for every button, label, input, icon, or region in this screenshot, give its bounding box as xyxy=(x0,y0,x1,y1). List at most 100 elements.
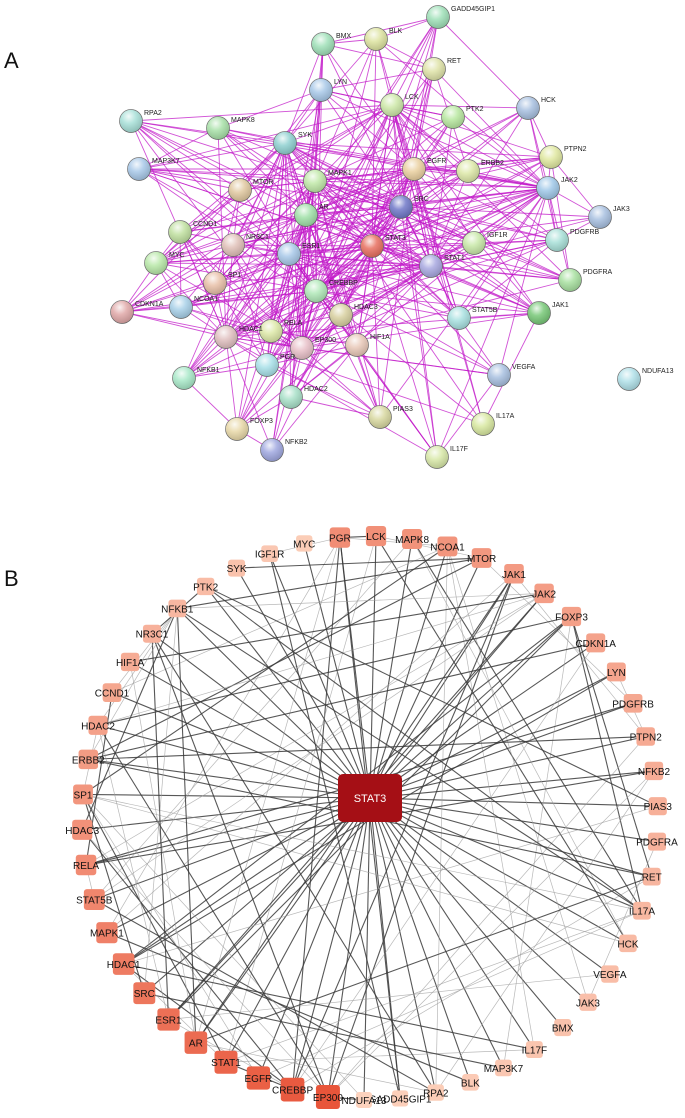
node-a-foxp3[interactable]: FOXP3 xyxy=(225,417,274,441)
node-b-jak2[interactable]: JAK2 xyxy=(532,583,557,604)
node-b-syk[interactable]: SYK xyxy=(227,559,247,577)
node-a-pgr[interactable]: PGR xyxy=(255,353,296,377)
node-b-mtor[interactable]: MTOR xyxy=(467,548,496,568)
node-b-hdac2[interactable]: HDAC2 xyxy=(81,715,115,735)
node-b-gadd45gip1[interactable]: GADD45GIP1 xyxy=(369,1090,432,1107)
node-a-gadd45gip1[interactable]: GADD45GIP1 xyxy=(426,5,496,29)
node-b-hif1a[interactable]: HIF1A xyxy=(116,652,145,672)
node-a-esr1[interactable]: ESR1 xyxy=(277,242,321,266)
node-a-pias3[interactable]: PIAS3 xyxy=(368,405,413,429)
node-b-ccnd1[interactable]: CCND1 xyxy=(95,683,130,703)
node-b-nfkb2[interactable]: NFKB2 xyxy=(638,761,671,781)
node-b-hdac3[interactable]: HDAC3 xyxy=(65,819,100,840)
node-a-cdkn1a[interactable]: CDKN1A xyxy=(110,300,164,324)
node-b-src[interactable]: SRC xyxy=(133,982,156,1005)
node-b-il17f[interactable]: IL17F xyxy=(522,1041,548,1058)
node-a-vegfa[interactable]: VEGFA xyxy=(487,363,536,387)
node-a-hif1a[interactable]: HIF1A xyxy=(345,333,391,357)
node-a-map3k7[interactable]: MAP3K7 xyxy=(127,157,180,181)
node-a-il17a[interactable]: IL17A xyxy=(471,412,515,436)
node-b-cdkn1a[interactable]: CDKN1A xyxy=(575,633,616,653)
node-a-ncoa1[interactable]: NCOA1 xyxy=(169,295,219,319)
node-a-mtor[interactable]: MTOR xyxy=(228,178,274,202)
node-b-vegfa[interactable]: VEGFA xyxy=(593,965,627,983)
node-a-blk[interactable]: BLK xyxy=(364,27,403,51)
node-b-ep300[interactable]: EP300 xyxy=(313,1084,343,1109)
node-a-jak1[interactable]: JAK1 xyxy=(527,301,569,325)
node-b-rela[interactable]: RELA xyxy=(73,854,99,876)
node-b-sp1[interactable]: SP1 xyxy=(73,784,93,805)
node-a-ptpn2[interactable]: PTPN2 xyxy=(539,145,587,169)
node-a-bmx[interactable]: BMX xyxy=(311,32,352,56)
node-b-hdac1[interactable]: HDAC1 xyxy=(107,953,141,975)
node-a-stat5b[interactable]: STAT5B xyxy=(447,306,498,330)
node-b-ptk2[interactable]: PTK2 xyxy=(193,577,219,596)
node-b-pdgfrb[interactable]: PDGFRB xyxy=(612,693,654,713)
node-b-jak3[interactable]: JAK3 xyxy=(576,993,600,1011)
node-b-jak1[interactable]: JAK1 xyxy=(502,564,526,584)
node-b-igf1r[interactable]: IGF1R xyxy=(255,545,284,563)
node-a-ndufa13[interactable]: NDUFA13 xyxy=(617,367,674,391)
node-b-ar[interactable]: AR xyxy=(184,1031,208,1054)
node-b-mapk8[interactable]: MAPK8 xyxy=(395,528,429,550)
node-b-hck[interactable]: HCK xyxy=(617,934,639,953)
node-a-rpa2[interactable]: RPA2 xyxy=(119,109,162,133)
node-a-src[interactable]: SRC xyxy=(389,195,429,219)
node-b-egfr[interactable]: EGFR xyxy=(245,1066,273,1090)
node-a-nr3c1[interactable]: NR3C1 xyxy=(221,233,270,257)
node-b-nr3c1[interactable]: NR3C1 xyxy=(136,624,169,643)
node-a-igf1r[interactable]: IGF1R xyxy=(462,231,508,255)
node-a-il17f[interactable]: IL17F xyxy=(425,445,468,469)
node-a-mapk8[interactable]: MAPK8 xyxy=(206,116,255,140)
node-a-pdgfra[interactable]: PDGFRA xyxy=(558,268,613,292)
node-a-hdac1[interactable]: HDAC1 xyxy=(214,325,263,349)
node-b-myc[interactable]: MYC xyxy=(293,535,315,552)
node-b-erbb2[interactable]: ERBB2 xyxy=(72,749,105,770)
node-a-ar[interactable]: AR xyxy=(294,203,329,227)
node-a-nfkb2[interactable]: NFKB2 xyxy=(260,438,308,462)
node-b-ncoa1[interactable]: NCOA1 xyxy=(430,536,465,557)
node-b-pias3[interactable]: PIAS3 xyxy=(644,797,673,816)
node-b-pdgfra[interactable]: PDGFRA xyxy=(636,832,678,851)
node-a-stat1[interactable]: STAT1 xyxy=(419,254,465,278)
node-a-crebbp[interactable]: CREBBP xyxy=(304,279,359,303)
node-a-sp1[interactable]: SP1 xyxy=(203,271,242,295)
node-b-nfkb1[interactable]: NFKB1 xyxy=(161,599,194,618)
node-a-jak2[interactable]: JAK2 xyxy=(536,176,578,200)
node-a-rela[interactable]: RELA xyxy=(259,319,303,343)
node-b-pgr[interactable]: PGR xyxy=(329,527,351,548)
node-a-ep300[interactable]: EP300 xyxy=(290,336,337,360)
node-b-blk[interactable]: BLK xyxy=(461,1074,480,1091)
node-b-crebbp[interactable]: CREBBP xyxy=(272,1077,313,1102)
node-b-rpa2[interactable]: RPA2 xyxy=(423,1084,449,1101)
node-a-lck[interactable]: LCK xyxy=(380,93,419,117)
node-a-nfkb1[interactable]: NFKB1 xyxy=(172,366,220,390)
node-a-hdac3[interactable]: HDAC3 xyxy=(329,303,378,327)
node-b-foxp3[interactable]: FOXP3 xyxy=(555,606,588,627)
node-a-lyn[interactable]: LYN xyxy=(309,78,348,102)
node-b-ptpn2[interactable]: PTPN2 xyxy=(630,727,663,746)
node-b-ndufa13[interactable]: NDUFA13 xyxy=(341,1091,387,1108)
node-b-stat1[interactable]: STAT1 xyxy=(211,1050,241,1074)
node-a-hdac2[interactable]: HDAC2 xyxy=(279,385,328,409)
node-b-esr1[interactable]: ESR1 xyxy=(155,1008,182,1031)
node-b-hub-stat3[interactable]: STAT3 xyxy=(338,774,402,822)
node-a-ptk2[interactable]: PTK2 xyxy=(441,105,484,129)
node-a-mapk1[interactable]: MAPK1 xyxy=(303,169,352,193)
node-a-myc[interactable]: MYC xyxy=(144,251,185,275)
node-a-ccnd1[interactable]: CCND1 xyxy=(168,220,218,244)
node-b-ret[interactable]: RET xyxy=(642,867,662,886)
node-b-il17a[interactable]: IL17A xyxy=(629,901,655,920)
node-b-lck[interactable]: LCK xyxy=(365,525,387,547)
node-b-stat5b[interactable]: STAT5B xyxy=(76,889,113,910)
node-b-bmx[interactable]: BMX xyxy=(552,1019,574,1037)
node-a-pdgfrb[interactable]: PDGFRB xyxy=(545,228,600,252)
node-b-lyn[interactable]: LYN xyxy=(606,662,626,682)
node-a-stat3[interactable]: STAT3 xyxy=(360,234,406,258)
node-b-map3k7[interactable]: MAP3K7 xyxy=(484,1059,524,1077)
node-a-syk[interactable]: SYK xyxy=(273,131,313,155)
node-a-egfr[interactable]: EGFR xyxy=(402,157,447,181)
node-a-ret[interactable]: RET xyxy=(422,57,462,81)
node-a-jak3[interactable]: JAK3 xyxy=(588,205,630,229)
node-a-erbb2[interactable]: ERBB2 xyxy=(456,159,505,183)
